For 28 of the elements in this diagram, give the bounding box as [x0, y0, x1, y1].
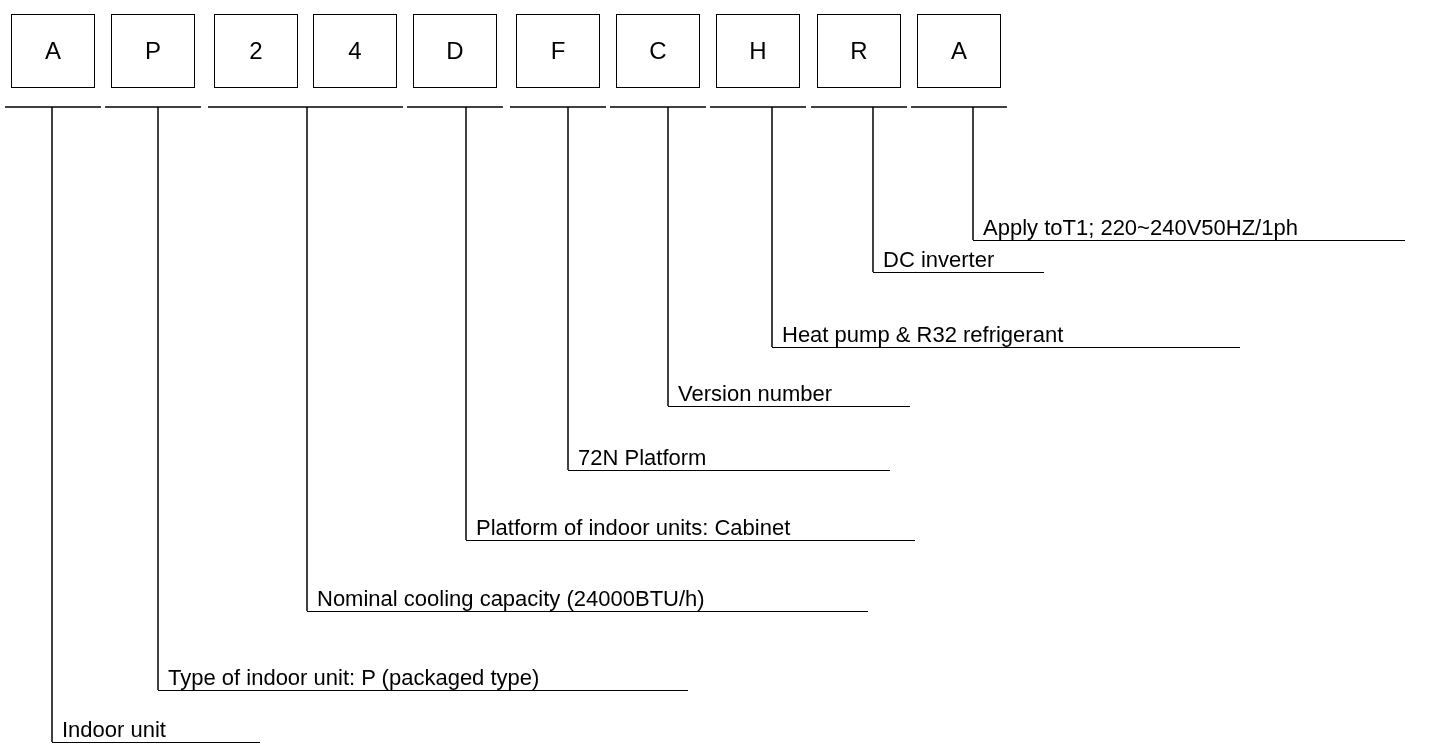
description-text: Indoor unit	[52, 718, 260, 743]
leader-line	[51, 106, 53, 743]
leader-line	[972, 106, 974, 241]
description-text: DC inverter	[873, 248, 1044, 273]
code-letter-box: A	[11, 14, 95, 88]
description-text: Nominal cooling capacity (24000BTU/h)	[307, 587, 868, 612]
code-letter-box: R	[817, 14, 901, 88]
code-letter-box: H	[716, 14, 800, 88]
code-letter-box: F	[516, 14, 600, 88]
description-text: Version number	[668, 382, 910, 407]
leader-line	[771, 106, 773, 348]
code-letter-box: A	[917, 14, 1001, 88]
description-text: Apply toT1; 220~240V50HZ/1ph	[973, 216, 1405, 241]
code-letter-box: C	[616, 14, 700, 88]
leader-line	[667, 106, 669, 407]
leader-line	[157, 106, 159, 691]
code-letter-box: 2	[214, 14, 298, 88]
description-text: Heat pump & R32 refrigerant	[772, 323, 1240, 348]
leader-line	[465, 106, 467, 541]
code-letter-box: D	[413, 14, 497, 88]
code-letter-box: P	[111, 14, 195, 88]
leader-line	[306, 106, 308, 612]
description-text: Platform of indoor units: Cabinet	[466, 516, 915, 541]
leader-line	[872, 106, 874, 273]
description-text: 72N Platform	[568, 446, 890, 471]
code-letter-box: 4	[313, 14, 397, 88]
leader-line	[567, 106, 569, 471]
description-text: Type of indoor unit: P (packaged type)	[158, 666, 688, 691]
